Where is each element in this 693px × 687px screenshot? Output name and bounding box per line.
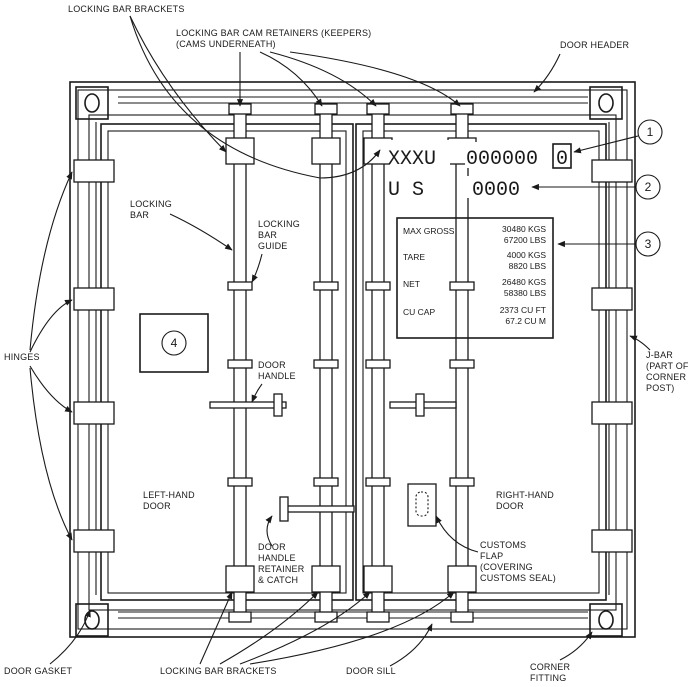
plate-row-name: TARE	[403, 252, 425, 262]
label-customs-flap: FLAP	[480, 551, 503, 561]
label-left-hand-door: LEFT-HAND	[143, 490, 195, 500]
label-door-handle: HANDLE	[258, 371, 296, 381]
label-locking-bar-brackets-top: LOCKING BAR BRACKETS	[68, 4, 185, 14]
svg-text:1: 1	[647, 125, 654, 139]
locking-bar-4	[447, 103, 477, 623]
label-locking-bar-brackets-bottom: LOCKING BAR BRACKETS	[160, 666, 277, 676]
plate-row-name: NET	[403, 279, 420, 289]
label-locking-bar: LOCKING	[130, 199, 172, 209]
label-right-hand-door: RIGHT-HAND	[496, 490, 554, 500]
label-customs-flap: CUSTOMS	[480, 540, 526, 550]
check-digit: 0	[556, 148, 568, 171]
plate-row-value: 67.2 CU M	[505, 316, 546, 326]
label-left-hand-door: DOOR	[143, 501, 171, 511]
check-digit-box	[552, 143, 572, 169]
callout-1: 1	[573, 119, 663, 154]
hinges-right	[591, 159, 633, 553]
right-door-handle	[389, 393, 457, 417]
container-markings: XXXU 000000 0 U S 0000	[385, 140, 572, 202]
leader-lines	[29, 15, 651, 667]
label-customs-flap: (COVERING	[480, 562, 533, 572]
label-right-hand-door: DOOR	[496, 501, 524, 511]
label-locking-bar-guide: BAR	[258, 230, 277, 240]
door-gasket	[88, 114, 617, 611]
callout-4: 4	[171, 336, 178, 350]
label-hinges: HINGES	[4, 352, 40, 362]
label-locking-bar-guide: GUIDE	[258, 241, 288, 251]
svg-text:3: 3	[645, 237, 652, 251]
callout-3: 3	[557, 231, 661, 257]
plate-row-value: 26480 KGS	[502, 277, 546, 287]
label-j-bar: POST)	[646, 383, 675, 393]
plate-row-name: MAX GROSS	[403, 226, 455, 236]
plate-row-value: 67200 LBS	[504, 235, 546, 245]
data-plate: MAX GROSS 30480 KGS 67200 LBS TARE 4000 …	[396, 217, 554, 339]
label-door-sill: DOOR SILL	[346, 666, 396, 676]
locking-bar-1	[225, 103, 255, 623]
label-j-bar: J-BAR	[646, 350, 673, 360]
svg-text:2: 2	[645, 180, 652, 194]
label-corner-fitting: FITTING	[530, 673, 566, 683]
label-door-handle-retainer: & CATCH	[258, 575, 298, 585]
label-locking-bar: BAR	[130, 210, 149, 220]
plate-row-value: 58380 LBS	[504, 288, 546, 298]
callout-2: 2	[531, 174, 661, 200]
label-cam-retainers-sub: (CAMS UNDERNEATH)	[176, 39, 276, 49]
label-customs-flap: CUSTOMS SEAL)	[480, 573, 556, 583]
corner-fitting	[75, 86, 623, 637]
owner-code: XXXU	[388, 148, 436, 171]
hinges-left	[73, 159, 115, 553]
label-corner-fitting: CORNER	[530, 662, 571, 672]
plate-row-value: 30480 KGS	[502, 224, 546, 234]
label-door-gasket: DOOR GASKET	[4, 666, 73, 676]
label-door-handle-retainer: HANDLE	[258, 553, 296, 563]
label-j-bar: (PART OF	[646, 361, 689, 371]
country-code: U S	[388, 179, 424, 202]
customs-flap	[407, 483, 437, 527]
locking-bar-2	[311, 103, 341, 623]
label-cam-retainers: LOCKING BAR CAM RETAINERS (KEEPERS)	[176, 28, 371, 38]
container-frame	[69, 81, 636, 638]
serial-number: 000000	[466, 148, 538, 171]
left-door-handle	[209, 393, 287, 417]
plate-row-value: 8820 LBS	[509, 261, 547, 271]
plate-row-value: 2373 CU FT	[500, 305, 546, 315]
callout-box-4	[139, 313, 209, 373]
label-door-header: DOOR HEADER	[560, 40, 630, 50]
plate-row-name: CU CAP	[403, 307, 435, 317]
label-door-handle: DOOR	[258, 360, 286, 370]
label-j-bar: CORNER	[646, 372, 687, 382]
label-locking-bar-guide: LOCKING	[258, 219, 300, 229]
callout-circle-4	[161, 330, 187, 356]
plate-row-value: 4000 KGS	[507, 250, 547, 260]
label-door-handle-retainer: RETAINER	[258, 564, 305, 574]
left-door-handle-retainer	[279, 496, 355, 522]
right-hand-door	[355, 123, 607, 601]
size-type-code: 0000	[472, 179, 520, 202]
label-door-handle-retainer: DOOR	[258, 542, 286, 552]
locking-bar-3	[363, 103, 393, 623]
